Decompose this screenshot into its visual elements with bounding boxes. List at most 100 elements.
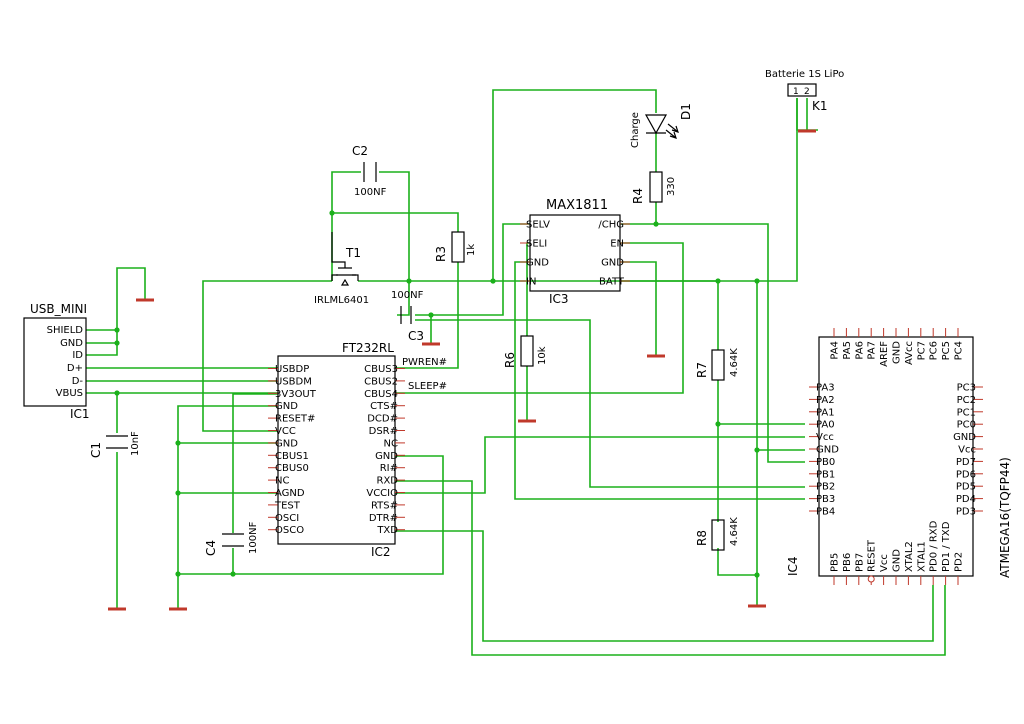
atmega-pin-pd4: PD4 [956,494,976,505]
atmega-pin-pd5: PD5 [956,482,976,493]
atmega-pin-reset: RESET [867,539,878,572]
ft232-right-pins: CBUS3CBUS2CBUS4CTS#DCD#DSR#NCGNDRI#RXDVC… [364,364,405,536]
c2-ref: C2 [352,144,368,158]
c1-value: 10nF [130,431,141,456]
capacitor-c3: 100NF C3 [391,290,424,343]
ft232rl-chip: FT232RL IC2 [277,341,396,559]
ft232-pin-3v3out: 3V3OUT [275,389,317,400]
atmega-pin-gnd: GND [816,445,839,456]
wire-junctions [114,210,760,578]
max1811-pin-chg: /CHG [598,220,624,231]
ft232-pin-rts: RTS# [371,500,398,511]
resistor-r6: R6 10k [503,335,548,368]
k1-pin1: 1 [793,87,799,97]
d1-value: Charge [630,112,641,148]
atmega-pins: PA3PA2PA1PA0VccGNDPB0PB1PB2PB3PB4PC3PC2P… [809,328,983,585]
t1-ref: T1 [345,246,361,260]
wire-nets [86,89,946,656]
atmega-pin-pc2: PC2 [957,395,976,406]
max1811-pin-selv: SELV [526,220,550,231]
ft232-pin-cbus3: CBUS3 [364,364,398,375]
ft232-pin-nc: NC [275,476,289,487]
max1811-name: MAX1811 [546,198,608,213]
atmega-pin-pc4: PC4 [954,341,965,360]
atmega-pin-pd1-txd: PD1 / TXD [941,521,952,572]
max1811-pin-seli: SELI [526,239,547,250]
usb-mini-name: USB_MINI [30,302,87,316]
ft232-pin-usbdm: USBDM [275,376,312,387]
battery-connector-k1: Batterie 1S LiPo 1 2 K1 [765,69,844,113]
atmega-pin-pd6: PD6 [956,469,976,480]
pwren-net-label: PWREN# [402,357,447,368]
atmega-pin-vcc: Vcc [816,432,834,443]
r3-ref: R3 [434,246,448,262]
atmega-pin-vcc: Vcc [958,445,976,456]
max1811-pin-en: EN [610,239,624,250]
sleep-net-label: SLEEP# [408,381,447,392]
atmega-pin-gnd: GND [892,549,903,572]
atmega-name: ATMEGA16(TQFP44) [998,457,1012,578]
atmega-pin-pb0: PB0 [816,457,835,468]
c4-ref: C4 [204,540,218,556]
c1-ref: C1 [89,442,103,458]
c4-value: 100NF [248,521,259,554]
r8-ref: R8 [695,530,709,546]
k1-pin2: 2 [804,87,810,97]
ft232-pin-agnd: AGND [275,488,305,499]
ft232-pin-osci: OSCI [275,513,299,524]
ft232-pin-test: TEST [274,500,301,511]
max1811-pin-in: IN [526,277,536,288]
atmega-pin-pa1: PA1 [816,407,835,418]
usb-pin-dminus: D- [72,376,84,387]
capacitor-c4: C4 100NF [204,521,259,556]
atmega-pin-xtal1: XTAL1 [916,541,927,572]
usb-pin-vbus: VBUS [56,388,83,399]
r3-value: 1k [466,244,477,256]
ft232-pin-gnd: GND [375,451,398,462]
ft232-pin-cbus4: CBUS4 [364,389,398,400]
ft232-pin-cbus0: CBUS0 [275,463,309,474]
ft232-pin-cbus1: CBUS1 [275,451,309,462]
atmega-pin-pd7: PD7 [956,457,976,468]
max1811-chip: MAX1811 IC3 [529,198,621,306]
atmega-pin-pc1: PC1 [957,407,976,418]
max1811-ref: IC3 [549,292,569,306]
usb-mini-connector: USB_MINI IC1 SHIELD GND ID D+ D- VBUS [23,302,90,421]
ft232-name: FT232RL [342,341,394,355]
r7-ref: R7 [695,362,709,378]
capacitor-c1: C1 10nF [89,431,141,458]
ft232-pin-nc: NC [384,438,398,449]
ft232-pin-cbus2: CBUS2 [364,376,398,387]
led-d1: D1 Charge [630,103,693,148]
ft232-pin-osco: OSCO [275,525,304,536]
atmega-pin-pa4: PA4 [830,341,841,360]
ft232-pin-vcc: VCC [275,426,296,437]
c3-ref: C3 [408,329,424,343]
ground-symbols [108,129,816,611]
atmega-pin-pa2: PA2 [816,395,835,406]
usb-pin-id: ID [72,350,83,361]
ft232-pin-txd: TXD [376,525,398,536]
atmega-pin-pd0-rxd: PD0 / RXD [929,520,940,572]
mosfet-t1: T1 IRLML6401 [314,232,369,306]
atmega-pin-pc5: PC5 [941,341,952,360]
d1-ref: D1 [679,103,693,120]
r4-ref: R4 [631,188,645,204]
t1-value: IRLML6401 [314,295,369,306]
resistor-r4: R4 330 [631,171,677,204]
r6-value: 10k [537,346,548,365]
k1-value: Batterie 1S LiPo [765,69,844,80]
atmega-pin-xtal2: XTAL2 [904,541,915,572]
reset-inversion-bubble [867,575,875,583]
atmega-ref: IC4 [786,556,800,576]
atmega-pin-vcc: Vcc [879,554,890,572]
atmega-pin-pd3: PD3 [956,507,976,518]
capacitor-c2: C2 100NF [352,144,387,198]
ft232-pin-cts: CTS# [370,401,398,412]
atmega-pin-avcc: AVcc [904,341,915,365]
r6-ref: R6 [503,352,517,368]
atmega-pin-pa7: PA7 [867,341,878,360]
ft232-ref: IC2 [371,545,391,559]
usb-pin-gnd: GND [60,338,83,349]
